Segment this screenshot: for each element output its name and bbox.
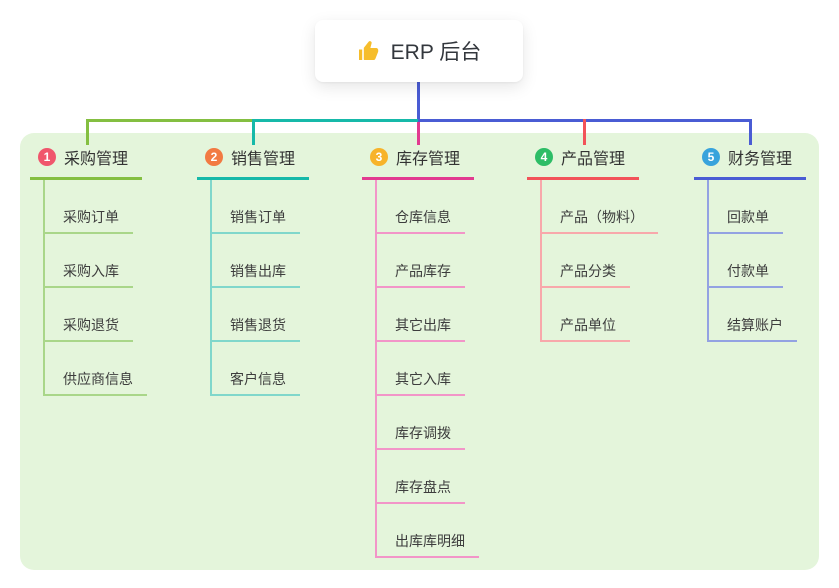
branch-body: 采购订单 采购入库 采购退货 供应商信息 xyxy=(43,180,147,396)
root-node[interactable]: ERP 后台 xyxy=(315,20,523,82)
branch-title-finance[interactable]: 5 财务管理 xyxy=(694,145,807,180)
branch-body: 回款单 付款单 结算账户 xyxy=(707,180,806,342)
connector-root-stem xyxy=(417,82,420,119)
node-product-category[interactable]: 产品分类 xyxy=(542,234,630,288)
node-outbound-detail[interactable]: 出库库明细 xyxy=(377,504,479,558)
branch-inventory: 3 库存管理 仓库信息 产品库存 其它出库 其它入库 库存调拨 库存盘点 出库库… xyxy=(362,145,479,558)
connector-horizontal-teal xyxy=(252,119,419,122)
branch-sales: 2 销售管理 销售订单 销售出库 销售退货 客户信息 xyxy=(197,145,310,396)
node-sales-order[interactable]: 销售订单 xyxy=(212,180,300,234)
node-customer-info[interactable]: 客户信息 xyxy=(212,342,300,396)
node-other-outbound[interactable]: 其它出库 xyxy=(377,288,465,342)
node-purchase-inbound[interactable]: 采购入库 xyxy=(45,234,133,288)
branch-number-badge: 4 xyxy=(535,148,553,166)
node-other-inbound[interactable]: 其它入库 xyxy=(377,342,465,396)
node-supplier-info[interactable]: 供应商信息 xyxy=(45,342,147,396)
branch-number-badge: 2 xyxy=(205,148,223,166)
branch-number-badge: 3 xyxy=(370,148,388,166)
branch-number-badge: 1 xyxy=(38,148,56,166)
node-product-material[interactable]: 产品（物料） xyxy=(542,180,658,234)
thumbs-up-icon xyxy=(357,39,381,63)
branch-label: 财务管理 xyxy=(728,151,793,168)
node-purchase-order[interactable]: 采购订单 xyxy=(45,180,133,234)
branch-purchase: 1 采购管理 采购订单 采购入库 采购退货 供应商信息 xyxy=(30,145,147,396)
branch-label: 产品管理 xyxy=(561,151,626,168)
branch-label: 采购管理 xyxy=(64,151,129,168)
branch-number-badge: 5 xyxy=(702,148,720,166)
connector-drop-purchase xyxy=(86,119,89,145)
branch-body: 产品（物料） 产品分类 产品单位 xyxy=(540,180,658,342)
branch-title-purchase[interactable]: 1 采购管理 xyxy=(30,145,143,180)
branch-title-product[interactable]: 4 产品管理 xyxy=(527,145,640,180)
branch-label: 销售管理 xyxy=(231,151,296,168)
connector-drop-product xyxy=(583,119,586,145)
branch-label: 库存管理 xyxy=(396,151,461,168)
connector-horizontal-green xyxy=(86,119,253,122)
branch-title-sales[interactable]: 2 销售管理 xyxy=(197,145,310,180)
node-product-stock[interactable]: 产品库存 xyxy=(377,234,465,288)
node-sales-return[interactable]: 销售退货 xyxy=(212,288,300,342)
node-settlement-account[interactable]: 结算账户 xyxy=(709,288,797,342)
node-product-unit[interactable]: 产品单位 xyxy=(542,288,630,342)
root-label: ERP 后台 xyxy=(390,41,482,64)
node-payment-bill[interactable]: 付款单 xyxy=(709,234,783,288)
node-stock-transfer[interactable]: 库存调拨 xyxy=(377,396,465,450)
node-warehouse-info[interactable]: 仓库信息 xyxy=(377,180,465,234)
branch-title-inventory[interactable]: 3 库存管理 xyxy=(362,145,475,180)
node-receipt-bill[interactable]: 回款单 xyxy=(709,180,783,234)
connector-drop-sales xyxy=(252,119,255,145)
branches-panel xyxy=(20,133,819,570)
node-stock-take[interactable]: 库存盘点 xyxy=(377,450,465,504)
node-purchase-return[interactable]: 采购退货 xyxy=(45,288,133,342)
branch-product: 4 产品管理 产品（物料） 产品分类 产品单位 xyxy=(527,145,658,342)
connector-drop-finance xyxy=(749,119,752,145)
connector-drop-inventory xyxy=(417,122,420,145)
node-sales-outbound[interactable]: 销售出库 xyxy=(212,234,300,288)
branch-body: 销售订单 销售出库 销售退货 客户信息 xyxy=(210,180,309,396)
branch-finance: 5 财务管理 回款单 付款单 结算账户 xyxy=(694,145,807,342)
branch-body: 仓库信息 产品库存 其它出库 其它入库 库存调拨 库存盘点 出库库明细 xyxy=(375,180,479,558)
